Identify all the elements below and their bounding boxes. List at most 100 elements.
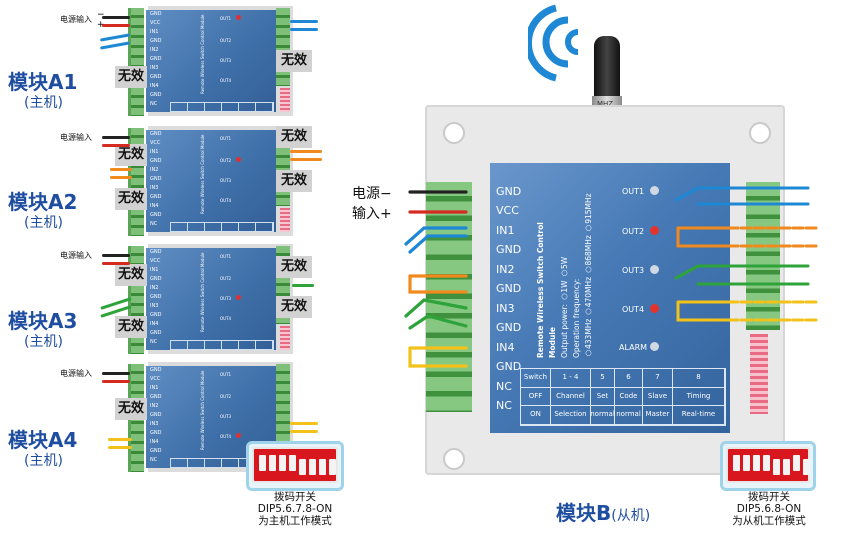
inactive-label: 无效 [115, 264, 147, 286]
wire-orange-out [290, 150, 322, 153]
pin-label: VCC [150, 258, 161, 264]
terminal-block-output [746, 182, 780, 330]
wifi-signal-icon [528, 4, 579, 82]
caption-line: 为主机工作模式 [258, 515, 332, 527]
module-a2: 电源输入 Remote Wireless Switch Control Modu… [0, 120, 335, 240]
pin-label: GND [496, 243, 522, 256]
inactive-label: 无效 [115, 66, 147, 88]
wire-black [102, 16, 130, 19]
led-out3 [236, 295, 241, 300]
inactive-label: 无效 [276, 296, 312, 318]
inactive-label: 无效 [115, 398, 147, 420]
out-label: OUT4 [220, 434, 232, 439]
out-label: OUT4 [220, 316, 232, 321]
table-cell: Code [615, 387, 643, 407]
table-cell: 7 [643, 369, 673, 388]
pin-label: GND [496, 282, 522, 295]
power-line: 电源 [352, 186, 380, 202]
caption-line: 拨码开关 [274, 491, 316, 503]
power-input-label: 电源输入 [60, 369, 92, 378]
out-label: OUT3 [220, 178, 232, 183]
pin-label: IN3 [150, 303, 159, 309]
module-a3-title: 模块A3 [8, 309, 78, 333]
module-a2-title: 模块A2 [8, 190, 78, 214]
inactive-label: 无效 [115, 188, 147, 210]
out-label: OUT2 [220, 276, 232, 281]
wire-yellow [108, 438, 132, 441]
caption-line: 拨码开关 [748, 491, 790, 503]
pin-label: GND [496, 360, 522, 373]
pin-label: IN1 [150, 385, 159, 391]
dip-switch-slave [726, 447, 810, 483]
switch-table: Switch 1 - 4 5 6 7 8 OFF Channel Set Cod… [520, 368, 726, 426]
pin-label: GND [150, 11, 162, 17]
board-vertical-text: Remote Wireless Switch Control Module [200, 134, 205, 214]
out-label: OUT1 [220, 16, 232, 21]
inactive-label: 无效 [115, 316, 147, 338]
board-vertical-text: Remote Wireless Switch Control Module [200, 252, 205, 332]
caption-line: DIP5.6.8-ON [736, 503, 802, 515]
pin-label: VCC [150, 140, 161, 146]
wire-yellow-out [290, 430, 318, 433]
inactive-label: 无效 [276, 50, 312, 72]
table-cell: 1 - 4 [551, 369, 591, 388]
pin-label: IN4 [496, 341, 515, 354]
pin-label: VCC [496, 204, 519, 217]
pin-label: GND [150, 212, 162, 218]
caption-line: DIP5.6.7.8-ON [257, 503, 333, 515]
wire-orange-out [290, 158, 322, 161]
alarm-label: ALARM [619, 343, 648, 352]
pin-label: NC [150, 339, 158, 345]
inactive-label: 无效 [276, 126, 312, 148]
mount-hole [443, 122, 465, 144]
pin-label: GND [150, 74, 162, 80]
board-a3: Remote Wireless Switch Control Module GN… [108, 244, 328, 356]
vertical-line: Operation frequency: [572, 278, 581, 358]
wire-green-out [292, 284, 314, 287]
out-label: OUT3 [220, 414, 232, 419]
pin-label: GND [150, 194, 162, 200]
wire-blue-out [290, 20, 318, 23]
pin-label: GND [150, 176, 162, 182]
out3-label: OUT3 [622, 266, 645, 275]
pin-label: GND [150, 394, 162, 400]
pin-label: GND [150, 276, 162, 282]
pin-label: IN1 [150, 267, 159, 273]
out-label: OUT1 [220, 136, 232, 141]
board-vertical-text: Remote Wireless Switch Control Module Ou… [535, 190, 595, 358]
out-label: OUT3 [220, 58, 232, 63]
out-label: OUT1 [220, 372, 232, 377]
pin-label: NC [150, 221, 158, 227]
switch-table [170, 222, 274, 232]
switch-table [170, 340, 274, 350]
mount-hole [749, 122, 771, 144]
relay-wiring [674, 186, 820, 322]
wire-yellow-out [290, 422, 318, 425]
pin-label: IN2 [150, 285, 159, 291]
wire-blue-out [290, 28, 318, 31]
table-cell: OFF [521, 387, 551, 407]
wire-red [102, 24, 130, 27]
pin-label: GND [150, 294, 162, 300]
pin-label: IN3 [150, 421, 159, 427]
pin-label: IN4 [150, 203, 159, 209]
pin-label: GND [150, 367, 162, 373]
board-vertical-text: Remote Wireless Switch Control Module [200, 14, 205, 94]
pin-label: GND [150, 330, 162, 336]
wire-yellow [108, 446, 132, 449]
module-a1-sub: (主机) [24, 95, 63, 111]
pin-label: GND [150, 412, 162, 418]
out-label: OUT2 [220, 38, 232, 43]
led-out1 [236, 15, 241, 20]
dip-master-caption: 拨码开关 DIP5.6.7.8-ON 为主机工作模式 [232, 491, 358, 527]
power-minus: − [97, 10, 105, 20]
power-plus: + [97, 20, 105, 30]
inactive-label: 无效 [115, 144, 147, 166]
pin-label: VCC [150, 20, 161, 26]
pin-label: IN4 [150, 83, 159, 89]
pin-label: GND [150, 249, 162, 255]
pin-label: GND [150, 448, 162, 454]
module-a3-sub: (主机) [24, 334, 63, 350]
out-label: OUT4 [220, 198, 232, 203]
pin-label: GND [150, 92, 162, 98]
